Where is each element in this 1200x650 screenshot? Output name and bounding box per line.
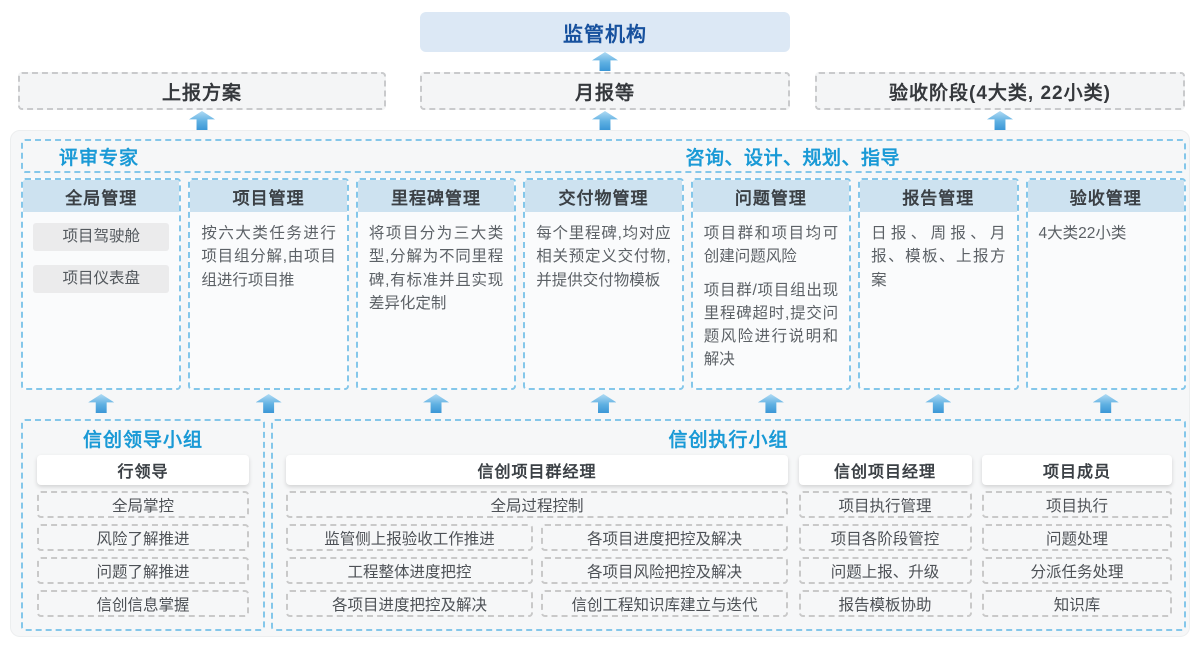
- up-arrow-icon: [925, 394, 952, 413]
- duty-item: 项目各阶段管控: [798, 524, 972, 551]
- duty-item: 项目执行管理: [798, 491, 972, 518]
- up-arrow-icon: [255, 394, 282, 413]
- duty-item: 全局掌控: [37, 491, 249, 518]
- column-body: 项目驾驶舱 项目仪表盘: [23, 212, 179, 301]
- duty-item: 各项目进度把控及解决: [286, 590, 533, 617]
- up-arrow-icon: [987, 111, 1013, 130]
- role-header: 信创项目群经理: [286, 455, 788, 485]
- duty-item: 各项目进度把控及解决: [541, 524, 788, 551]
- column-global-management: 全局管理 项目驾驶舱 项目仪表盘: [21, 178, 182, 390]
- project-member-group: 项目成员 项目执行 问题处理 分派任务处理 知识库: [982, 455, 1172, 617]
- consulting-label: 咨询、设计、规划、指导: [685, 147, 900, 169]
- project-manager-group: 信创项目经理 项目执行管理 项目各阶段管控 问题上报、升级 报告模板协助: [798, 455, 972, 617]
- management-columns: 全局管理 项目驾驶舱 项目仪表盘 项目管理 按六大类任务进行项目组分解,由项目组…: [21, 178, 1186, 390]
- pill-item: 项目驾驶舱: [33, 223, 170, 251]
- column-title: 项目管理: [190, 180, 347, 212]
- duty-item: 问题上报、升级: [798, 557, 972, 584]
- column-paragraph: 4大类22小类: [1038, 225, 1127, 242]
- column-report-management: 报告管理 日报、周报、月报、模板、上报方案: [858, 178, 1019, 390]
- duty-item: 项目执行: [982, 491, 1172, 518]
- column-body: 日报、周报、月报、模板、上报方案: [860, 212, 1016, 302]
- up-arrow-icon: [423, 394, 450, 413]
- role-header: 信创项目经理: [798, 455, 972, 485]
- report-plan-box: 上报方案: [18, 72, 386, 110]
- platform-container: 评审专家 咨询、设计、规划、指导 全局管理 项目驾驶舱 项目仪表盘 项目管理 按…: [10, 130, 1190, 637]
- acceptance-stage-label: 验收阶段(4大类, 22小类): [889, 82, 1111, 104]
- column-milestone-management: 里程碑管理 将项目分为三大类型,分解为不同里程碑,有标准并且实现差异化定制: [355, 178, 517, 390]
- duty-item: 分派任务处理: [982, 557, 1172, 584]
- up-arrow-icon: [189, 111, 215, 130]
- column-body: 按六大类任务进行项目组分解,由项目组进行项目推: [190, 212, 346, 302]
- acceptance-stage-box: 验收阶段(4大类, 22小类): [815, 72, 1185, 110]
- monthly-report-label: 月报等: [574, 82, 635, 104]
- up-arrow-icon: [757, 394, 784, 413]
- review-experts-label: 评审专家: [59, 147, 140, 169]
- duty-item: 风险了解推进: [37, 524, 249, 551]
- column-paragraph: 项目群和项目均可创建问题风险: [703, 225, 839, 266]
- column-paragraph: 项目群/项目组出现里程碑超时,提交问题风险进行说明和解决: [703, 281, 839, 369]
- duty-item: 问题了解推进: [37, 557, 249, 584]
- column-paragraph: 将项目分为三大类型,分解为不同里程碑,有标准并且实现差异化定制: [368, 225, 504, 312]
- leader-group-title: 信创领导小组: [82, 429, 203, 451]
- role-header: 项目成员: [982, 455, 1172, 485]
- column-project-management: 项目管理 按六大类任务进行项目组分解,由项目组进行项目推: [188, 178, 349, 390]
- exec-group-title: 信创执行小组: [668, 429, 789, 451]
- up-arrow-icon: [592, 111, 618, 130]
- column-title: 报告管理: [860, 180, 1017, 212]
- regulator-label: 监管机构: [563, 23, 647, 46]
- column-issue-management: 问题管理 项目群和项目均可创建问题风险 项目群/项目组出现里程碑超时,提交问题风…: [690, 178, 852, 390]
- duty-item: 报告模板协助: [798, 590, 972, 617]
- role-header: 行领导: [37, 455, 249, 485]
- exec-group-body: 信创项目群经理 全局过程控制 监管侧上报验收工作推进 各项目进度把控及解决 工程…: [273, 455, 1184, 617]
- regulator-box: 监管机构: [420, 12, 790, 52]
- duty-item: 各项目风险把控及解决: [541, 557, 788, 584]
- column-body: 4大类22小类: [1028, 212, 1184, 255]
- experts-header: 评审专家 咨询、设计、规划、指导: [21, 139, 1186, 173]
- column-body: 项目群和项目均可创建问题风险 项目群/项目组出现里程碑超时,提交问题风险进行说明…: [693, 212, 849, 382]
- monthly-report-box: 月报等: [420, 72, 790, 110]
- pill-item: 项目仪表盘: [33, 265, 170, 293]
- duty-item: 问题处理: [982, 524, 1172, 551]
- column-deliverable-management: 交付物管理 每个里程碑,均对应相关预定义交付物,并提供交付物模板: [523, 178, 684, 390]
- column-body: 将项目分为三大类型,分解为不同里程碑,有标准并且实现差异化定制: [358, 212, 514, 325]
- up-arrow-icon: [592, 52, 618, 71]
- column-title: 交付物管理: [525, 180, 682, 212]
- duty-item: 监管侧上报验收工作推进: [286, 524, 533, 551]
- duty-item: 工程整体进度把控: [286, 557, 533, 584]
- column-arrows-row: [21, 394, 1186, 416]
- report-plan-label: 上报方案: [161, 82, 242, 104]
- up-arrow-icon: [1092, 394, 1119, 413]
- leader-group-body: 行领导 全局掌控 风险了解推进 问题了解推进 信创信息掌握: [23, 455, 263, 617]
- leader-group-box: 信创领导小组 行领导 全局掌控 风险了解推进 问题了解推进 信创信息掌握: [21, 419, 265, 631]
- column-title: 全局管理: [23, 180, 180, 212]
- column-paragraph: 按六大类任务进行项目组分解,由项目组进行项目推: [201, 225, 336, 289]
- duty-item: 全局过程控制: [286, 491, 788, 518]
- program-manager-duties-grid: 监管侧上报验收工作推进 各项目进度把控及解决 工程整体进度把控 各项目风险把控及…: [286, 524, 788, 617]
- column-paragraph: 每个里程碑,均对应相关预定义交付物,并提供交付物模板: [536, 225, 671, 289]
- duty-item: 信创工程知识库建立与迭代: [541, 590, 788, 617]
- exec-group-box: 信创执行小组 信创项目群经理 全局过程控制 监管侧上报验收工作推进 各项目进度把…: [271, 419, 1186, 631]
- duty-item: 信创信息掌握: [37, 590, 249, 617]
- column-body: 每个里程碑,均对应相关预定义交付物,并提供交付物模板: [525, 212, 681, 302]
- up-arrow-icon: [88, 394, 115, 413]
- column-title: 问题管理: [692, 180, 850, 212]
- column-title: 里程碑管理: [357, 180, 515, 212]
- up-arrow-icon: [590, 394, 617, 413]
- duty-item: 知识库: [982, 590, 1172, 617]
- column-title: 验收管理: [1027, 180, 1184, 212]
- column-paragraph: 日报、周报、月报、模板、上报方案: [871, 225, 1006, 289]
- program-manager-group: 信创项目群经理 全局过程控制 监管侧上报验收工作推进 各项目进度把控及解决 工程…: [286, 455, 788, 617]
- column-acceptance-management: 验收管理 4大类22小类: [1025, 178, 1186, 390]
